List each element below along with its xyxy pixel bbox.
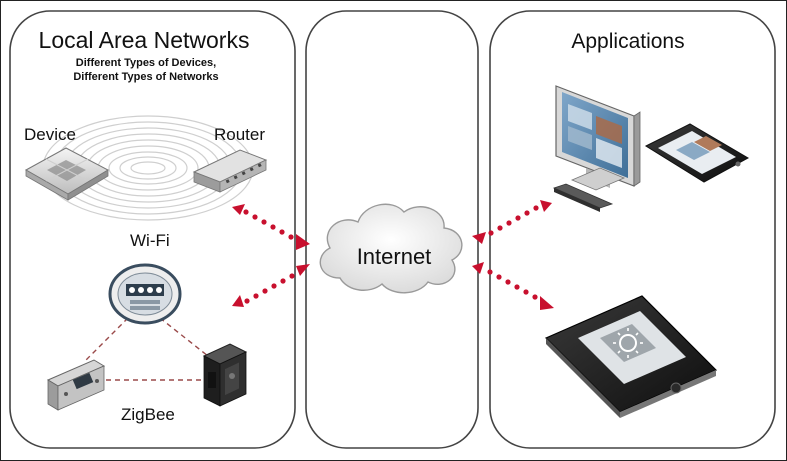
wifi-router-label: Router xyxy=(214,125,265,144)
zigbee-network-label: ZigBee xyxy=(121,405,175,424)
internet-cloud-label: Internet xyxy=(357,244,432,269)
arrow-cloud-to-smartphone xyxy=(472,262,554,310)
wifi-network-label: Wi-Fi xyxy=(130,231,170,250)
router-icon xyxy=(192,149,268,193)
smartphone-icon xyxy=(544,295,718,418)
lan-subtitle-line2: Different Types of Networks xyxy=(73,71,218,83)
keyboard-icon xyxy=(552,183,614,212)
smart-plug-icon xyxy=(202,343,248,407)
zigbee-links xyxy=(85,317,209,381)
lan-panel xyxy=(9,10,296,449)
lan-subtitle-line1: Different Types of Devices, xyxy=(76,57,216,69)
arrow-wifi-to-cloud xyxy=(232,204,310,250)
applications-title: Applications xyxy=(571,30,684,53)
arrow-cloud-to-desktop xyxy=(472,200,552,244)
cloud-icon xyxy=(319,203,463,294)
tablet-icon xyxy=(644,123,750,183)
connection-arrows xyxy=(232,200,554,310)
lan-title: Local Area Networks xyxy=(39,27,250,53)
desktop-monitor-icon xyxy=(555,85,641,191)
hub-device-icon xyxy=(24,147,110,201)
smart-meter-icon xyxy=(108,263,182,325)
arrow-zigbee-to-cloud xyxy=(232,264,310,307)
thermostat-icon xyxy=(46,359,106,411)
wifi-device-label: Device xyxy=(24,125,76,144)
